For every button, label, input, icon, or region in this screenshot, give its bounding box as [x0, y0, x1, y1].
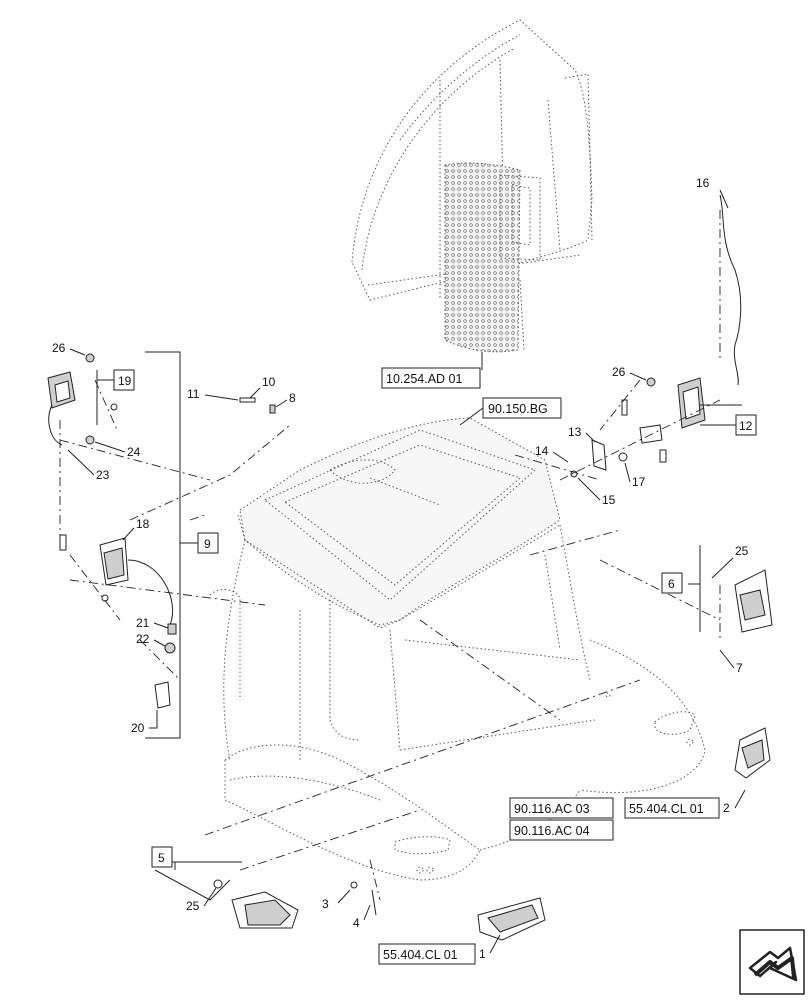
callout-10: 10 — [262, 375, 276, 389]
callout-12: 12 — [739, 419, 753, 433]
boxed-callouts: 19 9 12 6 5 — [113, 369, 757, 868]
callout-1: 1 — [479, 947, 486, 961]
callout-17: 17 — [632, 475, 646, 489]
callout-22: 22 — [136, 632, 150, 646]
callout-23: 23 — [96, 468, 110, 482]
ref-55-404-cl-01-bottom[interactable]: 55.404.CL 01 — [383, 948, 458, 962]
ref-90-116-ac-03[interactable]: 90.116.AC 03 — [514, 802, 590, 816]
callout-14: 14 — [535, 444, 549, 458]
leader-lines — [59, 210, 721, 901]
next-page-arrow-icon[interactable] — [739, 929, 805, 995]
callout-24: 24 — [127, 445, 141, 459]
callout-7: 7 — [736, 661, 743, 675]
reference-labels: 10.254.AD 01 90.150.BG 90.116.AC 03 90.1… — [378, 367, 746, 965]
callout-11: 11 — [187, 387, 200, 401]
callout-13: 13 — [568, 425, 582, 439]
callout-4: 4 — [353, 916, 360, 930]
side-light-brackets — [213, 569, 773, 941]
cab-window-filter-assembly — [351, 19, 593, 370]
callout-26-right: 26 — [612, 365, 626, 379]
ref-55-404-cl-01-right[interactable]: 55.404.CL 01 — [629, 802, 704, 816]
callout-26-left: 26 — [52, 341, 66, 355]
callout-5: 5 — [158, 851, 165, 865]
callout-3: 3 — [322, 897, 329, 911]
callout-6: 6 — [668, 577, 675, 591]
callout-8: 8 — [289, 391, 296, 405]
callout-9: 9 — [204, 537, 211, 551]
ref-90-150-bg[interactable]: 90.150.BG — [488, 402, 548, 416]
right-mirror-assembly — [570, 194, 742, 478]
callout-20: 20 — [131, 721, 145, 735]
callout-2: 2 — [723, 801, 730, 815]
callout-19: 19 — [118, 374, 132, 388]
callout-21: 21 — [136, 616, 150, 630]
numeric-callouts: 26 26 11 10 8 24 23 18 21 22 20 16 13 14… — [52, 176, 749, 930]
ref-90-116-ac-04[interactable]: 90.116.AC 04 — [514, 824, 590, 838]
ref-10-254-ad-01[interactable]: 10.254.AD 01 — [386, 372, 462, 386]
callout-16: 16 — [696, 176, 710, 190]
callout-25-bottom: 25 — [186, 899, 200, 913]
callout-25-right: 25 — [735, 544, 749, 558]
left-mirror-assembly — [47, 353, 276, 709]
callout-18: 18 — [136, 517, 150, 531]
callout-15: 15 — [602, 493, 616, 507]
